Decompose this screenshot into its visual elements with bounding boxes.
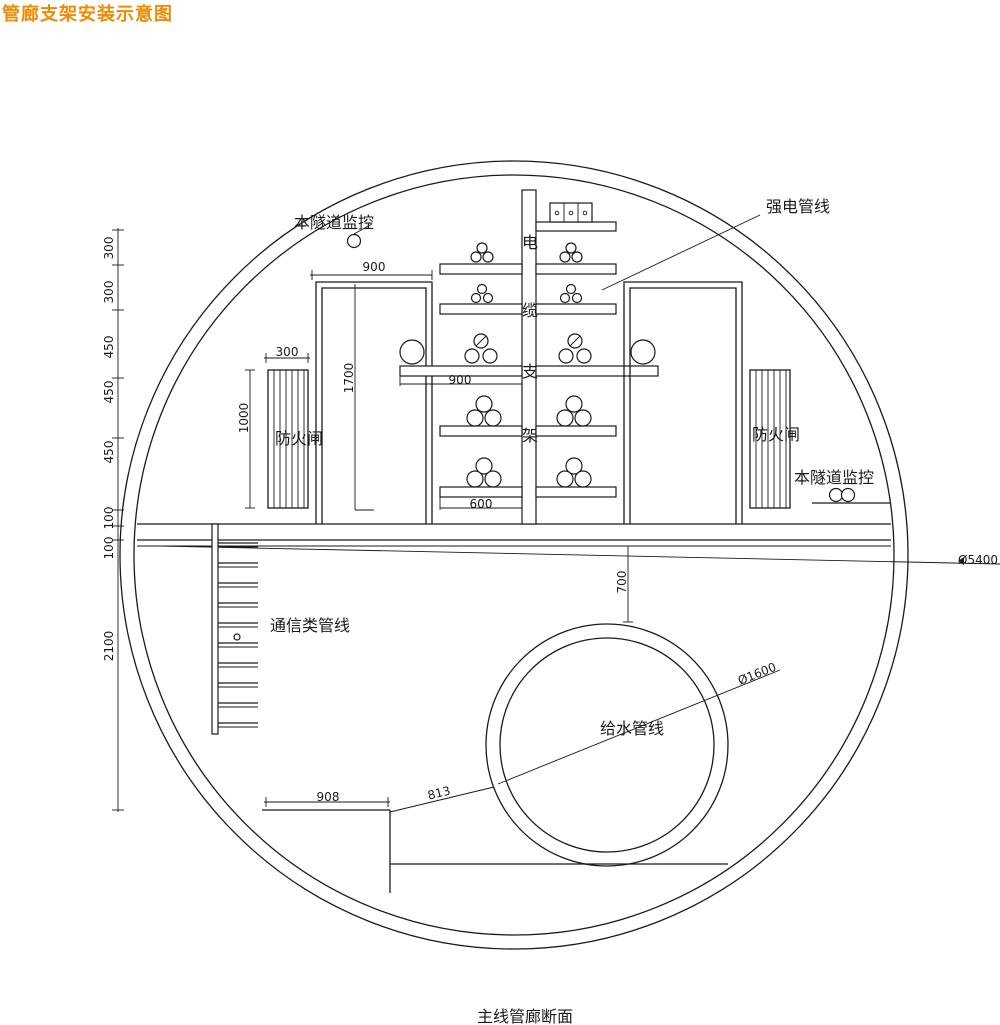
fire-damper-right (749, 369, 791, 509)
central-rack: 电 缆 支 架 (521, 189, 538, 525)
tunnel-diameter-dim: Ø5400 (958, 553, 998, 567)
tunnel-shell (119, 160, 909, 950)
page-title: 管廊支架安装示意图 (2, 4, 173, 25)
scale-label: 450 (102, 336, 116, 359)
monitor-left (346, 223, 373, 249)
scale-label: 450 (102, 441, 116, 464)
frame-height-dim: 1700 (342, 363, 356, 394)
left-frame: 900 1700 (310, 260, 433, 524)
cable-rack-char: 电 (522, 233, 538, 252)
frame-width-dim: 900 (363, 260, 386, 274)
cable-shelves: 900 600 (399, 221, 659, 511)
scale-label: 450 (102, 381, 116, 404)
door-height-dim: 1000 (237, 403, 251, 434)
left-dimension-scale: 300 300 450 450 450 100 100 2100 (102, 228, 124, 812)
scale-label: 2100 (102, 631, 116, 662)
cable-bundles-medium (464, 333, 592, 364)
water-pipe: 700 Ø1600 (485, 545, 781, 867)
pipe-gap-dim: 700 (615, 571, 629, 594)
shelf-width-dim: 900 (449, 373, 472, 387)
cable-rack-char: 支 (522, 362, 538, 381)
bottom-width-dim: 908 (317, 790, 340, 804)
water-label: 给水管线 (600, 719, 664, 738)
right-frame (623, 281, 743, 524)
scale-label: 300 (102, 281, 116, 304)
strong-power-leader (601, 214, 761, 291)
door-width-dim: 300 (276, 345, 299, 359)
cable-rack-char: 缆 (522, 301, 538, 320)
control-box (549, 202, 593, 223)
fire-damper-left: 1000 300 (237, 345, 310, 509)
cable-bundles-large (466, 395, 592, 488)
section-caption: 主线管廊断面 (477, 1007, 573, 1025)
bottom-structure: 908 813 (262, 784, 728, 893)
comm-ladder (211, 523, 258, 735)
floor-slab (137, 523, 1000, 565)
strong-power-label: 强电管线 (766, 197, 830, 216)
scale-label: 300 (102, 237, 116, 260)
rack-width-dim: 600 (470, 497, 493, 511)
monitor-left-label: 本隧道监控 (294, 213, 374, 232)
fire-damper-right-label: 防火闸 (752, 425, 800, 444)
monitor-right (812, 487, 890, 504)
scale-label: 100 (102, 507, 116, 530)
scale-label: 100 (102, 537, 116, 560)
slope-length-dim: 813 (426, 784, 452, 803)
cable-large (399, 339, 656, 365)
cable-rack-char: 架 (522, 426, 538, 445)
cable-bundles-small (470, 242, 583, 304)
monitor-right-label: 本隧道监控 (794, 468, 874, 487)
comm-label: 通信类管线 (270, 616, 350, 635)
pipe-diameter-dim: Ø1600 (736, 660, 778, 688)
fire-damper-left-label: 防火闸 (275, 429, 323, 448)
